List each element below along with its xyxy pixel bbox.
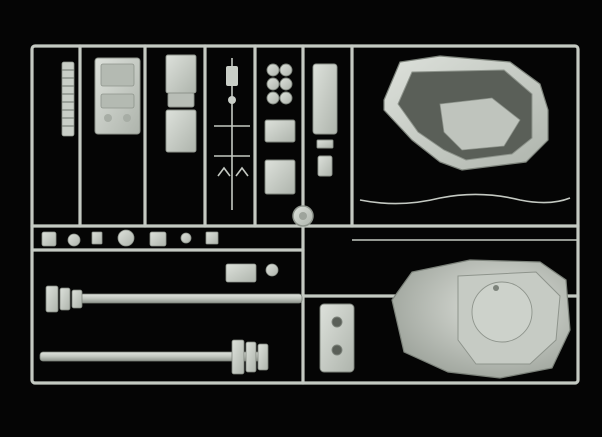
track-links-part	[61, 61, 75, 137]
gun-barrels-part	[39, 285, 303, 375]
road-wheels-part	[264, 63, 296, 195]
turret-part	[391, 259, 571, 379]
upper-hull-part	[383, 55, 549, 171]
engine-deck-part	[94, 57, 141, 135]
small-fittings-row	[41, 229, 279, 283]
small-parts-column	[214, 58, 250, 210]
exhaust-part	[312, 63, 338, 177]
side-rail-parts	[352, 193, 578, 241]
bracket-part	[319, 303, 355, 373]
hatch-parts	[165, 54, 197, 153]
